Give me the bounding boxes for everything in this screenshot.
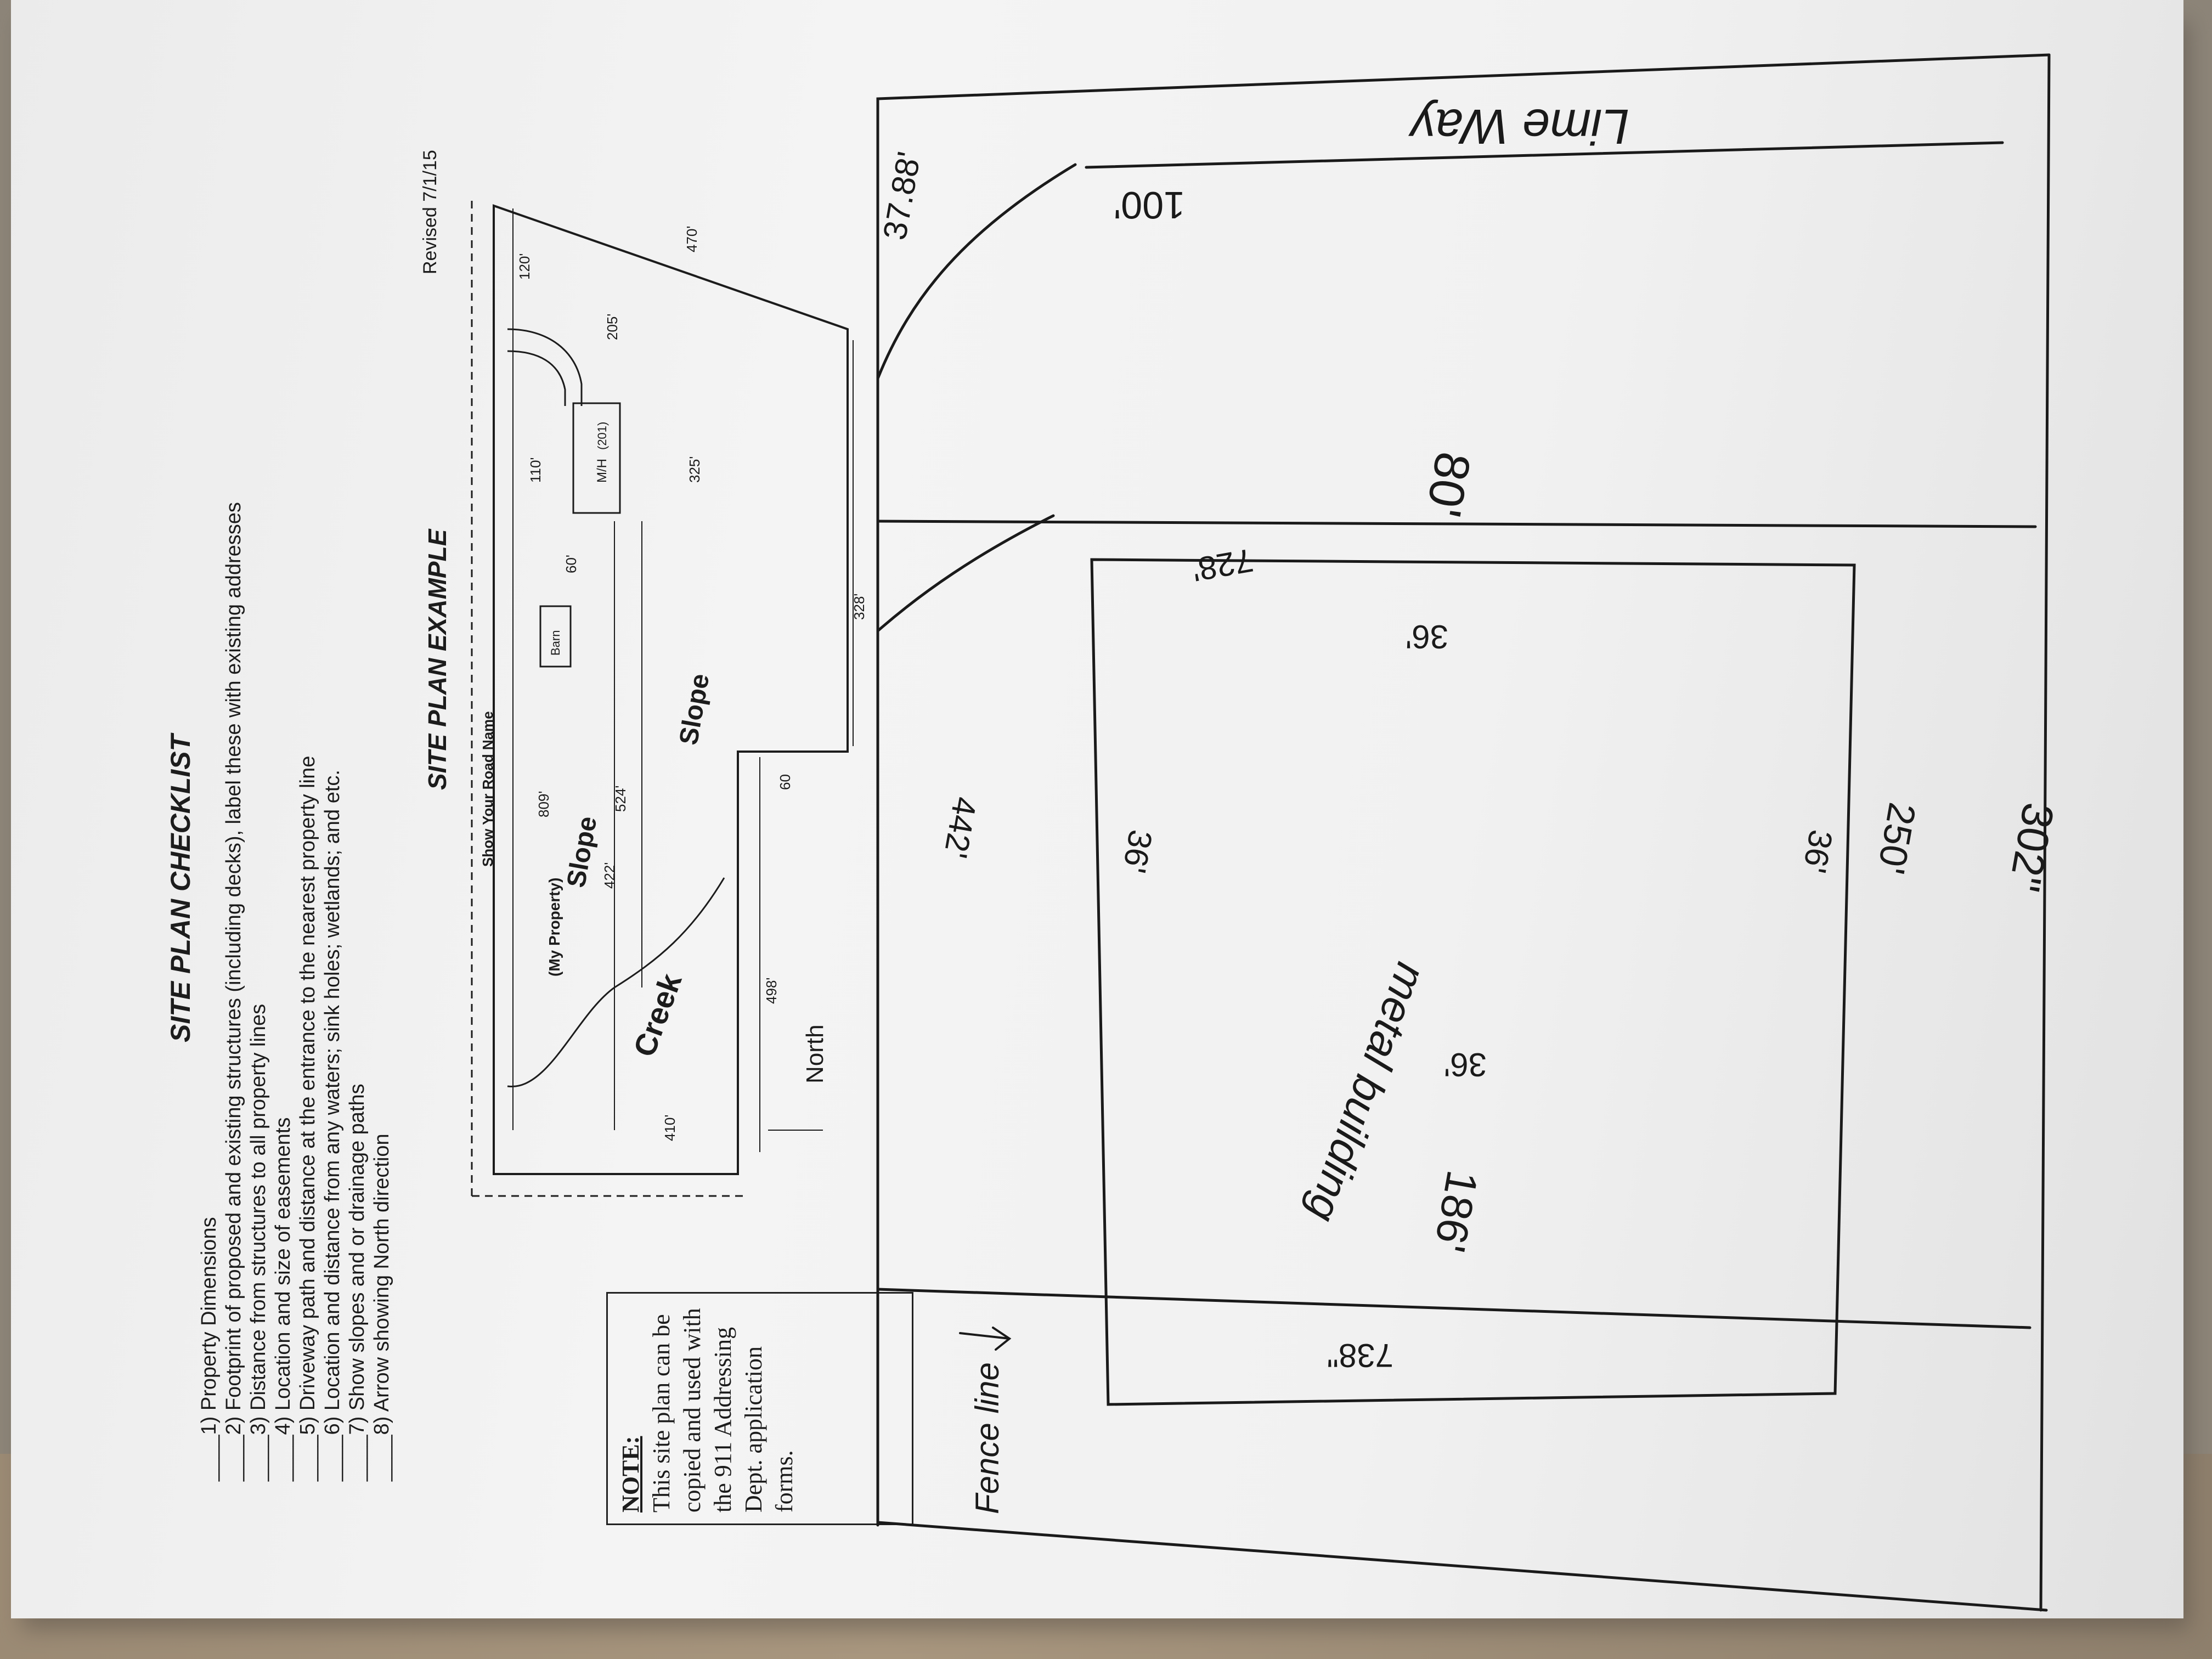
hand-dim-738: 738" [1327,1337,1393,1374]
example-property-outline [493,204,849,1175]
example-creek-line [507,877,725,1087]
hand-curve-2 [876,163,1077,380]
example-dim-120: 120' [516,253,533,280]
hand-lime-way-edge [1085,141,2004,169]
hand-divider-line [876,520,2037,528]
example-slope-label-1: Slope [562,814,603,890]
hand-street-label: Lime Way [1408,99,1629,154]
fence-arrow-icon [959,1327,1012,1351]
hand-dim-442: 442' [937,794,984,861]
example-road-top-label: Show Your Road Name [479,711,496,867]
hand-dim-80: 80' [1415,448,1481,521]
hand-property-top [876,53,2051,1527]
example-dim-110: 110' [527,458,544,483]
example-driveway [507,328,583,406]
hand-fence-label: Fence line [969,1362,1006,1514]
example-dim-524: 524' [612,786,629,812]
example-dim-470: 470' [684,226,700,252]
example-dim-422: 422' [601,862,618,889]
hand-dim-728: 728' [1189,541,1256,588]
example-barn-box [539,605,572,668]
example-dim-60: 60 [777,774,793,790]
hand-dim-3788: 37.88' [876,149,928,242]
hand-dim-250: 250' [1870,799,1924,877]
example-dim-498: 498' [763,978,780,1004]
hand-property-bottom-line [2039,53,2051,1612]
example-slope-label-2: Slope [674,672,715,747]
example-dim-60-mh: 60' [563,555,579,573]
example-dim-809: 809' [535,791,552,817]
example-addr-label: (201) [595,422,609,450]
example-creek-label: Creek [627,968,689,1061]
example-mh-label: M/H [595,459,610,483]
example-barn-label: Barn [549,630,562,656]
example-property-label: (My Property) [546,878,563,977]
hand-dim-186: 186' [1425,1167,1487,1256]
example-mh-box [572,402,621,514]
example-north-label: North [802,1024,828,1084]
hand-metal-building [1090,558,1856,1406]
example-dim-325: 325' [686,456,703,483]
hand-building-label: metal building [1297,957,1436,1228]
hand-dim-36-bottom: 36' [1444,1046,1487,1083]
hand-dim-302: 302" [2000,799,2063,895]
hand-curve-1 [876,514,1055,633]
hand-fence-line [876,1288,2032,1329]
example-dim-410: 410' [662,1115,678,1141]
hand-dim-36-left: 36' [1116,827,1160,876]
example-dim-328: 328' [851,594,867,620]
hand-dim-36-right: 36' [1796,827,1840,876]
hand-dim-100: 100' [1114,184,1185,227]
hand-dim-36-top: 36' [1406,618,1448,655]
hand-property-left [876,1521,2048,1612]
example-dim-205: 205' [604,314,620,340]
